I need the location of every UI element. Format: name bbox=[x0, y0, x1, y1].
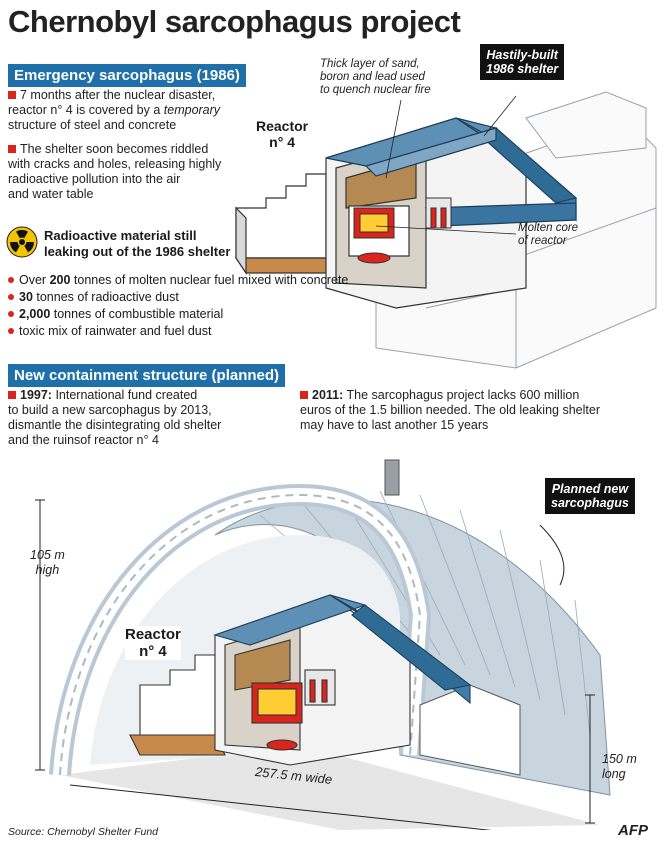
emergency-shelter-diagram bbox=[234, 91, 657, 369]
shelter-roof bbox=[325, 117, 578, 227]
dimension-lines bbox=[35, 499, 595, 830]
leak-list: Over 200 tonnes of molten nuclear fuel m… bbox=[8, 272, 378, 340]
new-structure-header: New containment structure (planned) bbox=[8, 364, 286, 387]
side-block bbox=[425, 197, 452, 229]
red-dot bbox=[8, 294, 14, 300]
list-item: 2,000 tonnes of combustible material bbox=[8, 306, 378, 323]
red-dot bbox=[8, 328, 14, 334]
page-title: Chernobyl sarcophagus project bbox=[8, 4, 461, 39]
callout-lines bbox=[375, 95, 517, 235]
radiation-icon bbox=[6, 226, 38, 258]
list-item: 30 tonnes of radioactive dust bbox=[8, 289, 378, 306]
length-label: 150 m long bbox=[602, 752, 637, 781]
molten-core bbox=[353, 207, 395, 264]
red-bullet bbox=[300, 391, 308, 399]
reactor-label-top: Reactor n° 4 bbox=[256, 118, 309, 150]
ground-plane bbox=[60, 745, 600, 830]
red-bullet bbox=[8, 145, 16, 153]
list-item: Over 200 tonnes of molten nuclear fuel m… bbox=[8, 272, 378, 289]
red-bullet bbox=[8, 91, 16, 99]
emergency-paragraph-2: The shelter soon becomes riddled with cr… bbox=[8, 142, 222, 201]
afp-logo: AFP bbox=[618, 822, 648, 839]
new-sarcophagus-diagram bbox=[35, 459, 611, 830]
emergency-paragraph-1: 7 months after the nuclear disaster, rea… bbox=[8, 88, 221, 132]
new-structure-right: 2011: The sarcophagus project lacks 600 … bbox=[300, 388, 600, 432]
core-callout: Molten core of reactor bbox=[518, 222, 579, 247]
planned-callout: Planned new sarcophagus bbox=[545, 478, 635, 514]
emergency-header: Emergency sarcophagus (1986) bbox=[8, 64, 246, 87]
leak-heading: Radioactive material still leaking out o… bbox=[44, 228, 231, 259]
new-structure-left: 1997: International fund created to buil… bbox=[8, 388, 222, 447]
red-dot bbox=[8, 277, 14, 283]
list-item: toxic mix of rainwater and fuel dust bbox=[8, 323, 378, 340]
red-bullet bbox=[8, 391, 16, 399]
source-note: Source: Chernobyl Shelter Fund bbox=[8, 826, 158, 838]
chimney bbox=[384, 459, 400, 496]
reactor-label-bottom: Reactor n° 4 bbox=[125, 626, 181, 660]
red-dot bbox=[8, 311, 14, 317]
height-label: 105 m high bbox=[30, 548, 65, 577]
sand-callout: Thick layer of sand, boron and lead used… bbox=[320, 58, 431, 96]
old-shelter-roof bbox=[213, 594, 472, 705]
shelter-callout: Hastily-built 1986 shelter bbox=[480, 44, 565, 80]
